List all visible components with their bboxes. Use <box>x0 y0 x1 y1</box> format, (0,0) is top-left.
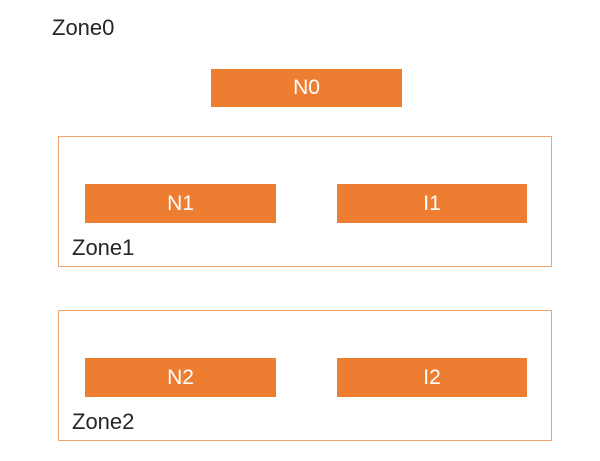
zone2-container: N2 I2 Zone2 <box>58 310 552 441</box>
zone1-label: Zone1 <box>72 235 135 260</box>
node-n1: N1 <box>85 184 276 223</box>
zone0-label: Zone0 <box>52 15 115 40</box>
zone2-label: Zone2 <box>72 409 135 434</box>
zone1-container: N1 I1 Zone1 <box>58 136 552 267</box>
node-i2: I2 <box>337 358 527 397</box>
node-i1: I1 <box>337 184 527 223</box>
node-n2: N2 <box>85 358 276 397</box>
node-n0: N0 <box>211 69 402 107</box>
